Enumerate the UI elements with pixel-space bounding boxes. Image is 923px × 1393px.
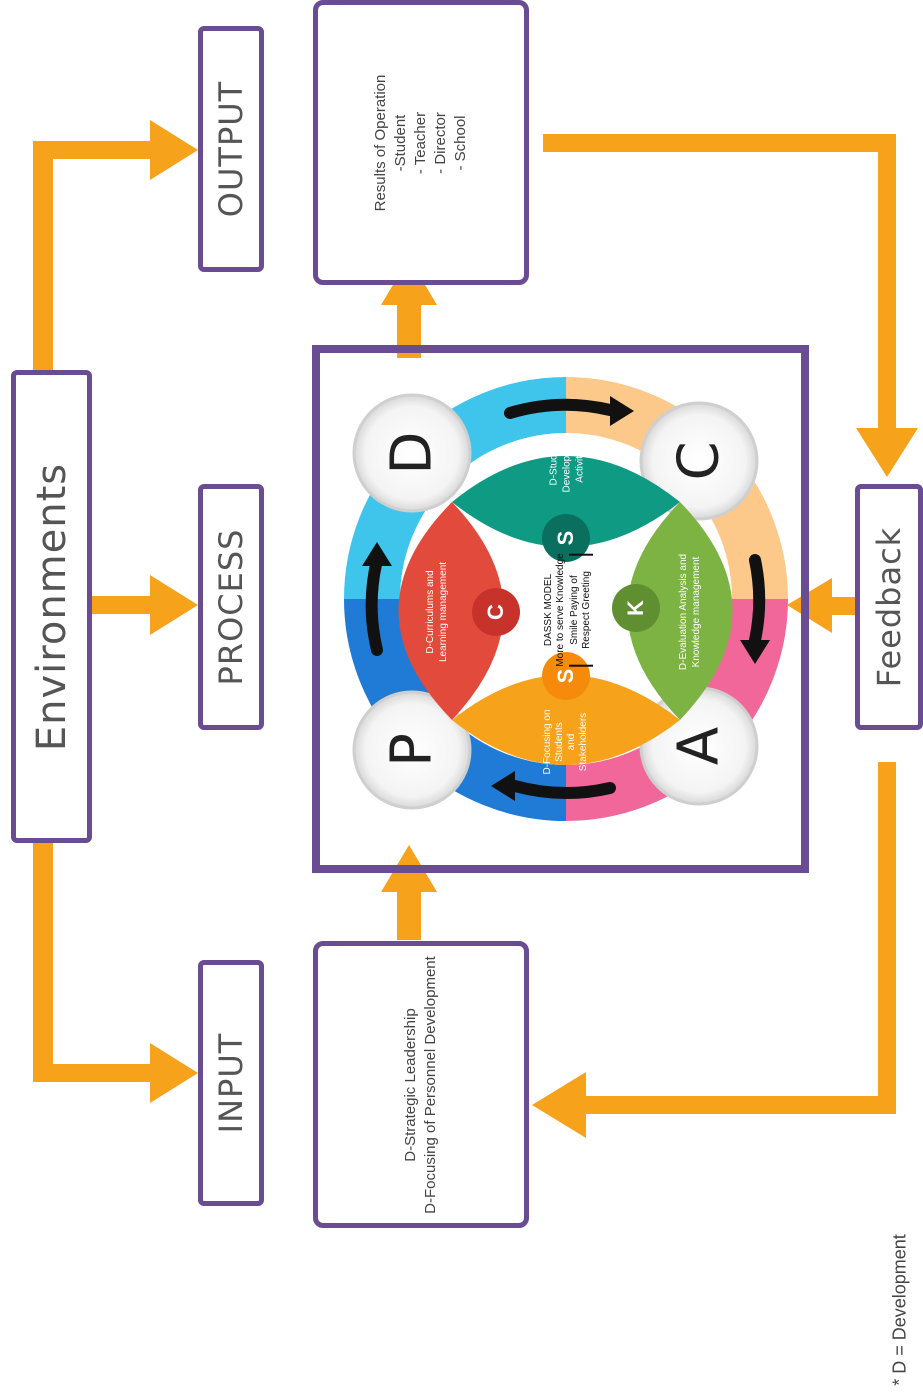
- circle-p: [352, 690, 472, 810]
- cycle-arrow-top: [504, 398, 616, 419]
- output-label: OUTPUT: [212, 80, 250, 218]
- letter-d: D: [379, 431, 445, 475]
- env-input-arrowhead: [150, 1043, 198, 1103]
- env-output-bar: [33, 141, 153, 159]
- cycle-arrowheads: [362, 396, 770, 801]
- input-label: INPUT: [212, 1032, 250, 1134]
- results-feedback-bar: [543, 134, 896, 152]
- cycle-arrow-bottom: [509, 780, 616, 799]
- badge-s2: S: [553, 668, 578, 684]
- cycle-arrowhead-right: [740, 640, 770, 664]
- environments-box: Environments: [11, 370, 92, 843]
- letter-p: P: [379, 733, 445, 767]
- model-bracket: Smile Paying of Respect Greeting: [569, 553, 593, 667]
- results-item-teacher: - Teacher: [412, 111, 429, 174]
- results-title: Results of Operation: [372, 74, 389, 211]
- badge-s1: S: [553, 530, 578, 546]
- input-model-stem: [397, 888, 421, 940]
- cycle-arrowhead-top: [610, 396, 634, 426]
- cycle-arrow-right: [749, 554, 766, 646]
- input-detail-text: D-Strategic Leadership D-Focusing of Per…: [401, 945, 441, 1225]
- results-item-student: -Student: [392, 114, 409, 171]
- letter-a: A: [666, 726, 732, 766]
- results-box: Results of Operation -Student - Teacher …: [313, 0, 529, 285]
- badge-c: C: [483, 604, 508, 620]
- circle-d: [352, 393, 472, 513]
- results-item-director: - Director: [432, 111, 449, 174]
- model-title: DASSK MODEL: [543, 573, 554, 647]
- circle-c: [639, 401, 759, 521]
- footnote: * D = Development: [889, 1234, 910, 1386]
- cycle-arrows: [365, 398, 766, 799]
- process-label: PROCESS: [212, 528, 250, 686]
- env-output-stem: [33, 141, 53, 376]
- model-center-text: DASSK MODEL More to serve Knowledge Smil…: [543, 553, 593, 667]
- env-input-bar: [33, 1064, 153, 1082]
- env-process-bar: [92, 596, 154, 614]
- input-box: INPUT: [198, 960, 264, 1206]
- results-feedback-stem: [878, 134, 896, 434]
- feedback-model-arrowhead: [787, 578, 832, 633]
- petal-curriculum-label: D-Curriculums and Learning management: [425, 561, 449, 663]
- cycle-arrowhead-bottom: [491, 771, 515, 801]
- model-line-3: Respect Greeting: [581, 571, 592, 649]
- env-input-stem: [33, 843, 53, 1081]
- process-box: PROCESS: [198, 484, 264, 730]
- input-detail-leadership: D-Strategic Leadership: [402, 1007, 419, 1162]
- petal-evaluation: [627, 502, 733, 720]
- input-detail-personnel: D-Focusing of Personnel Development: [422, 955, 439, 1214]
- results-item-school: - School: [452, 114, 469, 171]
- feedback-box: Feedback: [855, 484, 923, 730]
- badge-s2-bg: [542, 652, 590, 700]
- feedback-input-arrowhead: [532, 1072, 586, 1138]
- results-feedback-arrowhead: [856, 428, 918, 477]
- model-line-2: Smile Paying of: [569, 575, 580, 645]
- feedback-label: Feedback: [870, 526, 908, 688]
- env-process-arrowhead: [150, 575, 198, 635]
- badge-c-bg: [472, 588, 520, 636]
- dassk-model: [344, 377, 788, 821]
- badge-k-bg: [612, 584, 660, 632]
- environments-label: Environments: [28, 462, 75, 751]
- badge-k: K: [623, 600, 648, 616]
- petal-curriculum: [398, 502, 504, 720]
- petal-student: [452, 456, 680, 547]
- feedback-input-bar: [580, 1096, 896, 1114]
- output-box: OUTPUT: [198, 26, 264, 272]
- input-detail-box: D-Strategic Leadership D-Focusing of Per…: [313, 941, 529, 1228]
- env-output-arrowhead: [150, 120, 198, 180]
- petal-stakeholders-label: D-Focusing on Students and Stakeholders: [542, 709, 589, 775]
- badge-s1-bg: [542, 514, 590, 562]
- model-line-1: More to serve Knowledge: [555, 553, 566, 667]
- petal-student-label: D-Student Development Activities: [548, 433, 586, 493]
- petal-stakeholders: [452, 675, 680, 765]
- feedback-model-bar: [828, 597, 858, 615]
- cycle-arrowhead-left: [362, 542, 392, 566]
- results-text: Results of Operation -Student - Teacher …: [371, 13, 471, 273]
- feedback-input-stem: [878, 762, 896, 1114]
- connector-arrows: [33, 120, 918, 1138]
- letter-c: C: [666, 441, 732, 481]
- petal-evaluation-label: D-Evaluation Analysis and Knowledge mana…: [678, 553, 702, 671]
- process-model-frame: [312, 345, 809, 873]
- cycle-arrow-left: [365, 554, 383, 656]
